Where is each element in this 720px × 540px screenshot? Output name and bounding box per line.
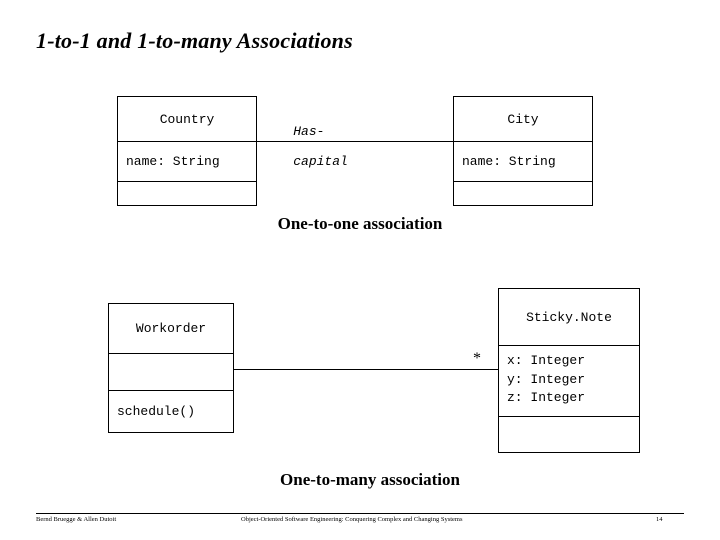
class-name-sticky-note: Sticky.Note bbox=[526, 309, 612, 325]
association-label-line-1: Has- bbox=[293, 124, 325, 139]
page-title: 1-to-1 and 1-to-many Associations bbox=[36, 28, 353, 53]
class-attribute-y: y: Integer bbox=[507, 371, 586, 387]
class-operations-sticky-note bbox=[499, 416, 639, 452]
uml-class-city: City name: String bbox=[453, 96, 593, 206]
class-attribute-z: z: Integer bbox=[507, 390, 586, 405]
footer-page-number: 14 bbox=[656, 516, 663, 523]
class-attributes-workorder bbox=[109, 353, 233, 390]
class-attributes-city: name: String bbox=[454, 141, 592, 181]
caption-one-to-one: One-to-one association bbox=[277, 214, 443, 233]
class-operations-country bbox=[118, 181, 256, 205]
class-name-workorder: Workorder bbox=[135, 321, 207, 336]
footer-author: Bernd Bruegge & Allen Dutoit bbox=[36, 516, 117, 523]
class-attributes-country: name: String bbox=[118, 141, 256, 181]
class-name-country: Country bbox=[159, 111, 215, 127]
association-label-has-capital: Has- capital bbox=[262, 109, 348, 184]
association-line-one-to-one bbox=[257, 141, 453, 142]
class-operations-city bbox=[454, 181, 592, 205]
uml-class-country: Country name: String bbox=[117, 96, 257, 206]
uml-class-sticky-note: Sticky.Note x: Integer y: Integer z: Int… bbox=[498, 288, 640, 453]
class-name-city: City bbox=[507, 111, 539, 127]
caption-one-to-many: One-to-many association bbox=[280, 470, 460, 489]
footer-divider bbox=[36, 513, 684, 514]
association-label-line-2: capital bbox=[293, 154, 348, 169]
footer-book-title: Object-Oriented Software Engineering: Co… bbox=[241, 516, 463, 523]
class-attribute-x: x: Integer bbox=[499, 345, 639, 368]
class-operations-workorder: schedule() bbox=[109, 390, 233, 432]
association-line-one-to-many bbox=[234, 369, 498, 370]
uml-class-workorder: Workorder schedule() bbox=[108, 303, 234, 433]
multiplicity-many: * bbox=[473, 350, 481, 367]
